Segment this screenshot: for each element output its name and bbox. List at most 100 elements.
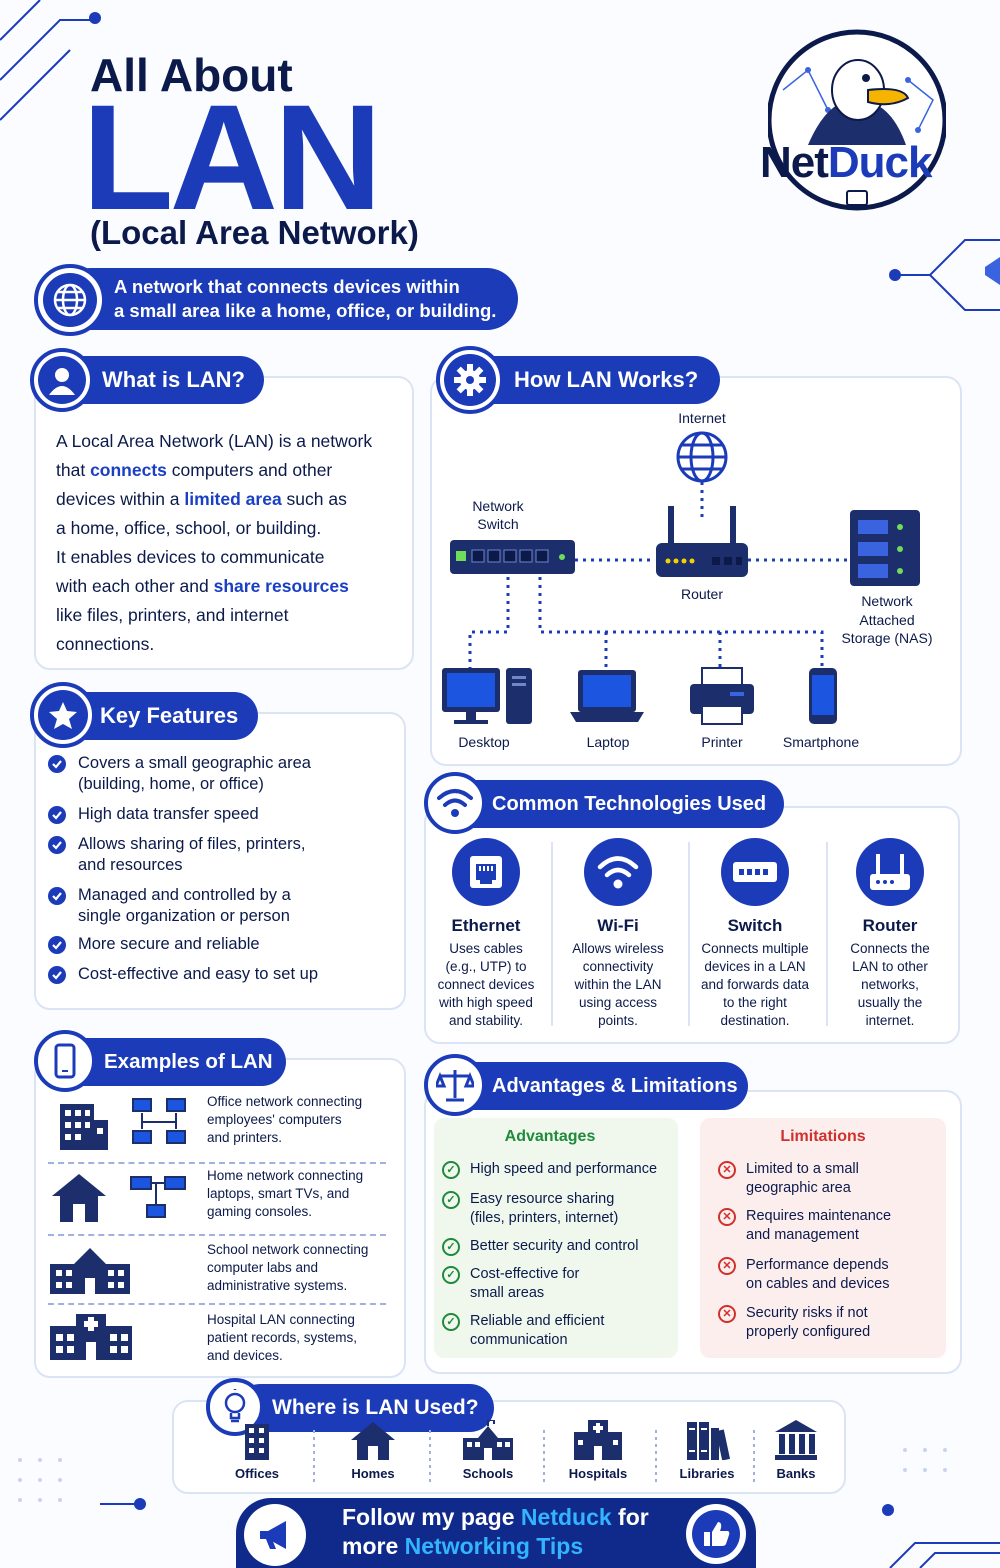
library-books-icon (687, 1422, 731, 1460)
feature-item: Covers a small geographic area(building,… (48, 753, 311, 795)
thumbs-up-icon-badge[interactable] (686, 1504, 746, 1564)
star-icon-badge (30, 682, 96, 748)
star-icon (49, 702, 77, 729)
smartphone-icon (54, 1043, 76, 1079)
printer-label: Printer (701, 734, 743, 750)
advantage-item: ✓Easy resource sharing(files, printers, … (442, 1190, 618, 1228)
router-label: Router (680, 586, 724, 602)
home-network-icon (130, 1176, 186, 1218)
network-diagram (442, 431, 920, 725)
home-icon (52, 1174, 106, 1222)
title-subtitle: (Local Area Network) (90, 214, 419, 251)
megaphone-icon-badge (244, 1504, 306, 1566)
hospital-icon (574, 1420, 622, 1460)
feature-item: More secure and reliable (48, 934, 260, 955)
advantage-item: ✓Better security and control (442, 1237, 638, 1256)
school-icon (463, 1420, 513, 1460)
internet-globe-icon (676, 431, 728, 483)
used-schools: Schools (443, 1420, 533, 1481)
used-hospitals: Hospitals (553, 1420, 643, 1481)
check-icon (48, 806, 66, 824)
globe-icon-badge (34, 264, 106, 336)
common-tech-heading: Common Technologies Used (450, 780, 784, 828)
office-network-icon (132, 1098, 186, 1144)
used-homes: Homes (328, 1420, 418, 1481)
office-building-icon (245, 1424, 269, 1460)
follow-text: Follow my page Netduck for more Networki… (342, 1504, 649, 1559)
check-circle-icon: ✓ (442, 1238, 460, 1256)
check-icon (48, 755, 66, 773)
used-banks: Banks (751, 1420, 841, 1481)
check-icon (48, 936, 66, 954)
feature-item: Allows sharing of files, printers,and re… (48, 834, 305, 876)
network-switch-icon (450, 540, 575, 574)
logo-text-duck: Duck (827, 138, 933, 187)
nas-storage-icon (850, 510, 920, 586)
smartphone-icon (809, 668, 837, 724)
follow-banner[interactable] (236, 1498, 756, 1568)
switch-icon (733, 862, 777, 882)
user-icon (49, 368, 75, 395)
ethernet-port-icon (470, 856, 502, 888)
x-circle-icon: ✕ (718, 1305, 736, 1323)
wifi-icon-badge (424, 772, 486, 834)
wifi-icon (597, 856, 639, 889)
check-circle-icon: ✓ (442, 1191, 460, 1209)
title-big: LAN (82, 73, 382, 241)
title-line1: All About (90, 49, 293, 101)
key-features-card (34, 712, 406, 1010)
laptop-icon (570, 670, 644, 722)
check-icon (48, 966, 66, 984)
check-icon (48, 836, 66, 854)
what-is-lan-text: A Local Area Network (LAN) is a network … (56, 431, 373, 654)
circuit-decoration-top-left (0, 0, 101, 121)
circuit-decoration-bottom-left (18, 1458, 146, 1510)
balance-scale-icon (436, 1070, 474, 1102)
where-used-heading: Where is LAN Used? (236, 1384, 494, 1432)
limitations-panel (700, 1118, 946, 1358)
desktop-label: Desktop (458, 734, 510, 750)
scales-icon-badge (424, 1054, 486, 1116)
advantages-panel (434, 1118, 678, 1358)
check-icon (48, 887, 66, 905)
tagline-banner: A network that connects devices within a… (60, 268, 518, 330)
gear-icon (454, 364, 486, 396)
home-icon (351, 1422, 395, 1460)
office-building-icon (60, 1104, 108, 1150)
logo-text-net: Net (760, 138, 829, 187)
adv-lim-heading: Advantages & Limitations (450, 1062, 748, 1110)
laptop-label: Laptop (586, 734, 630, 750)
printer-icon (690, 667, 754, 725)
check-circle-icon: ✓ (442, 1161, 460, 1179)
globe-icon (53, 283, 87, 317)
router-icon (870, 854, 910, 890)
school-icon (50, 1248, 130, 1294)
what-is-lan-heading: What is LAN? (60, 356, 264, 404)
hospital-icon (50, 1314, 132, 1360)
ethernet-port-icon (846, 190, 868, 206)
used-offices: Offices (212, 1420, 302, 1481)
advantages-title: Advantages (504, 1128, 596, 1145)
desktop-icon (442, 668, 532, 724)
bank-icon (775, 1420, 817, 1460)
tagline-line2: a small area like a home, office, or bui… (114, 300, 497, 321)
gear-icon-badge (436, 346, 504, 414)
check-circle-icon: ✓ (442, 1313, 460, 1331)
what-is-lan-card (34, 376, 414, 670)
internet-label: Internet (678, 410, 726, 426)
wifi-icon (437, 789, 473, 817)
